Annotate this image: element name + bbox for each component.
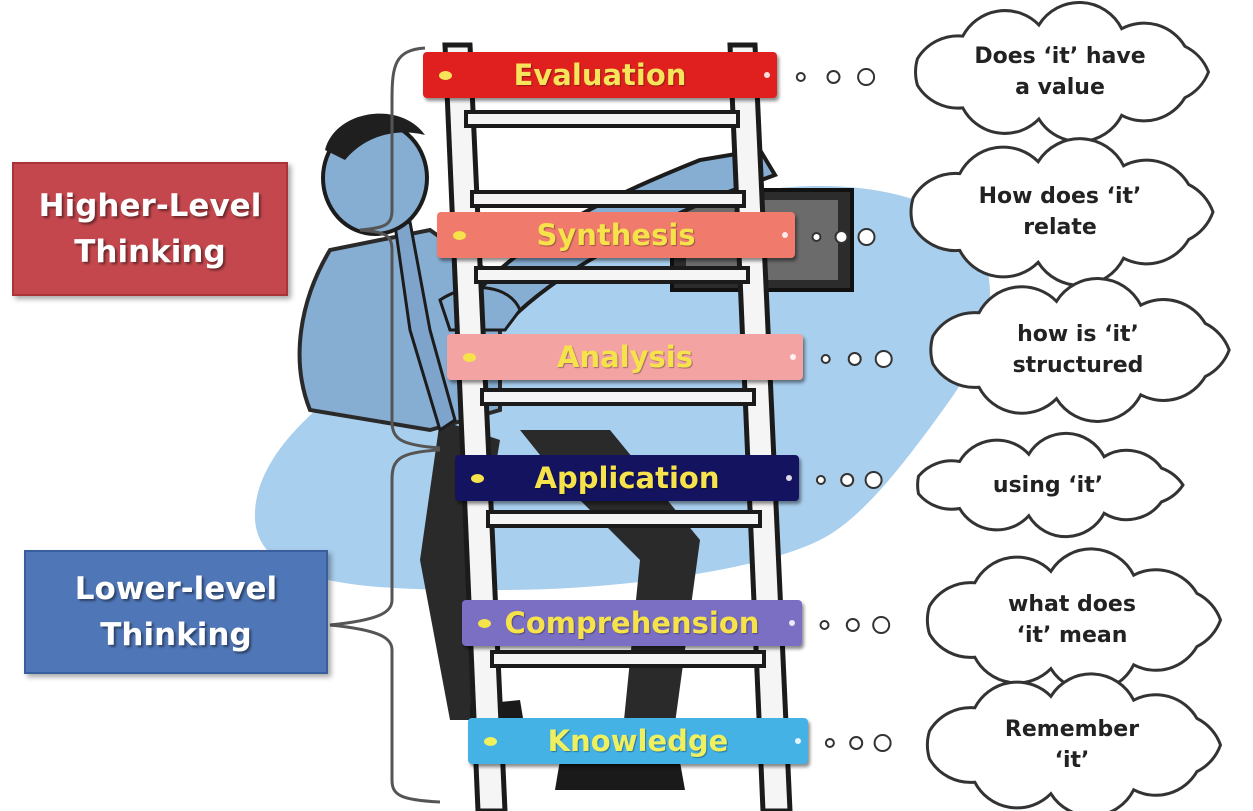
thought-cloud-knowledge [926, 672, 1223, 811]
pin-dot-icon [789, 620, 795, 626]
level-bar-application: Application [455, 455, 799, 501]
connector-bubble [857, 68, 876, 86]
connector-bubble [820, 354, 831, 364]
connector-bubble [845, 618, 860, 632]
bullet-dot-icon [439, 71, 452, 80]
question-text-comprehension: what does ‘it’ mean [1008, 592, 1136, 648]
thought-cloud-application [916, 431, 1185, 539]
thought-cloud-comprehension [926, 547, 1223, 693]
lower-level-bracket [329, 448, 441, 804]
connector-bubble [826, 70, 841, 84]
connector-bubble [840, 473, 855, 487]
higher-level-bracket [359, 46, 441, 450]
connector-bubble [857, 228, 876, 246]
level-label-evaluation: Evaluation [513, 58, 687, 92]
bullet-dot-icon [471, 474, 484, 483]
bullet-dot-icon [478, 619, 491, 628]
level-bar-synthesis: Synthesis [437, 212, 795, 258]
connector-bubble [834, 230, 849, 244]
connector-bubble [849, 736, 864, 750]
connector-bubble [872, 616, 891, 634]
question-text-evaluation: Does ‘it’ have a value [974, 44, 1146, 100]
level-label-analysis: Analysis [557, 340, 693, 374]
lower-level-thinking-label: Lower-level Thinking [24, 550, 328, 674]
bullet-dot-icon [453, 231, 466, 240]
pin-dot-icon [786, 475, 792, 481]
level-bar-knowledge: Knowledge [468, 718, 808, 764]
connector-bubble [811, 232, 822, 242]
level-label-synthesis: Synthesis [536, 218, 696, 252]
thought-cloud-analysis [929, 277, 1231, 423]
question-text-knowledge: Remember ‘it’ [1004, 717, 1140, 773]
connector-bubble [795, 72, 806, 82]
connector-bubble [864, 471, 883, 489]
level-bar-evaluation: Evaluation [423, 52, 777, 98]
higher-level-thinking-label: Higher-Level Thinking [12, 162, 288, 296]
pin-dot-icon [790, 354, 796, 360]
connector-bubble [819, 620, 830, 630]
connector-bubble [824, 738, 835, 748]
thought-cloud-evaluation [914, 1, 1211, 143]
question-text-application: using ‘it’ [992, 472, 1104, 498]
level-label-knowledge: Knowledge [547, 724, 729, 758]
connector-bubble [815, 475, 826, 485]
thought-clouds [909, 1, 1231, 811]
bullet-dot-icon [484, 737, 497, 746]
pin-dot-icon [795, 738, 801, 744]
connector-bubble [847, 352, 862, 366]
connector-bubble [873, 734, 892, 752]
level-label-comprehension: Comprehension [504, 606, 760, 640]
thought-connector-bubbles [795, 68, 893, 752]
bullet-dot-icon [463, 353, 476, 362]
question-text-analysis: how is ‘it’ structured [1012, 322, 1144, 378]
level-bar-analysis: Analysis [447, 334, 803, 380]
pin-dot-icon [764, 72, 770, 78]
connector-bubble [874, 350, 893, 368]
pin-dot-icon [782, 232, 788, 238]
question-text-synthesis: How does ‘it’ relate [978, 184, 1142, 240]
level-label-application: Application [534, 461, 720, 495]
level-bar-comprehension: Comprehension [462, 600, 802, 646]
thought-cloud-synthesis [909, 137, 1215, 287]
